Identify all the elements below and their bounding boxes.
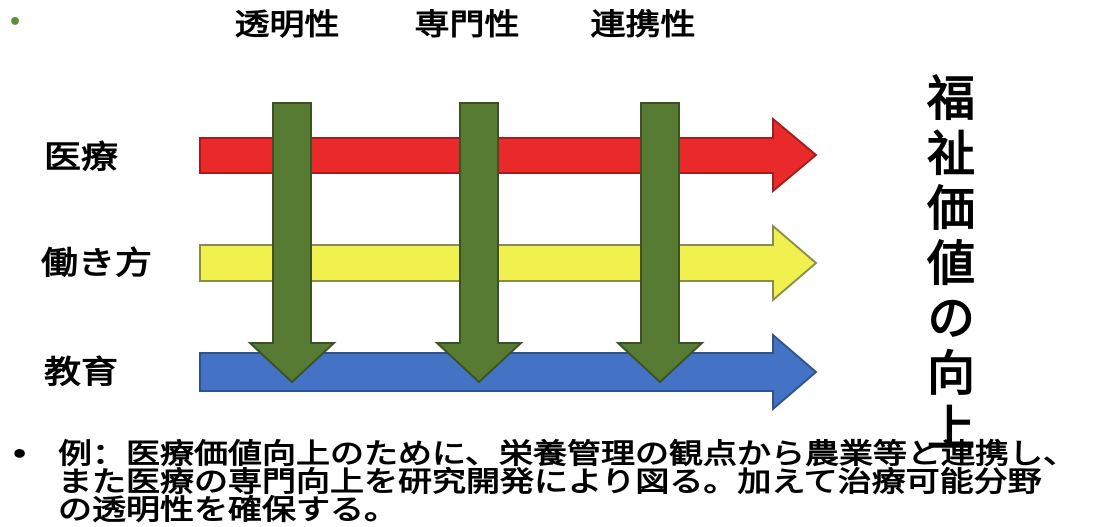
column-header-expertise: 専門性 [414, 7, 520, 42]
column-header-collaboration: 連携性 [590, 7, 696, 42]
green-vertical-arrow-transparency [247, 102, 337, 384]
example-bullet: • [10, 440, 30, 469]
example-line: 例：医療価値向上のために、栄養管理の観点から農業等と連携し、 [58, 439, 1077, 470]
row-label-work-style: 働き方 [41, 246, 152, 281]
green-vertical-arrow-expertise [434, 102, 524, 384]
row-label-education: 教育 [44, 355, 118, 390]
green-vertical-arrow-collaboration [615, 102, 705, 384]
row-label-medical-care: 医療 [44, 140, 118, 175]
column-header-transparency: 透明性 [234, 7, 340, 42]
top-bullet: • [8, 10, 23, 35]
example-line: また医療の専門向上を研究開発により図る。加えて治療可能分野 [58, 467, 1042, 498]
example-line: の透明性を確保する。 [58, 495, 398, 526]
welfare-value-caption: 福祉価値の向上 [919, 73, 972, 458]
